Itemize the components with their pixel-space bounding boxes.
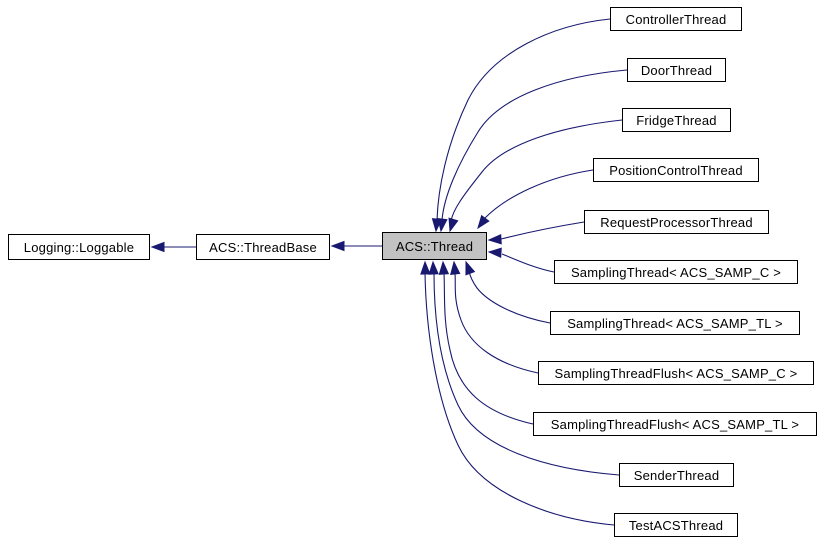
node-testacsthread[interactable]: TestACSThread (614, 513, 738, 537)
edge-arrowhead-icon (477, 214, 490, 230)
node-acs-thread: ACS::Thread (382, 232, 487, 260)
edge-doorthread-to-acs-thread (441, 69, 628, 221)
edge-arrowhead-icon (330, 240, 345, 252)
edge-arrowhead-icon (487, 247, 502, 258)
edge-arrowhead-icon (420, 260, 431, 275)
edge-controllerthread-to-acs-thread (436, 18, 611, 221)
edge-arrowhead-icon (465, 260, 476, 276)
edge-samplingthreadflush-acs-samp-tl-to-acs-thread (443, 272, 534, 425)
node-samplingthread-acs-samp-tl[interactable]: SamplingThread< ACS_SAMP_TL > (550, 311, 800, 335)
edge-arrowhead-icon (438, 260, 450, 275)
edge-arrowhead-icon (150, 241, 165, 253)
edge-arrowhead-icon (448, 217, 459, 233)
edge-positioncontrolthread-to-acs-thread (484, 169, 594, 219)
node-fridgethread[interactable]: FridgeThread (622, 108, 731, 132)
node-samplingthreadflush-acs-samp-tl[interactable]: SamplingThreadFlush< ACS_SAMP_TL > (533, 412, 817, 436)
edge-samplingthread-acs-samp-tl-to-acs-thread (468, 270, 551, 324)
node-controllerthread[interactable]: ControllerThread (610, 7, 742, 31)
node-positioncontrolthread[interactable]: PositionControlThread (593, 158, 759, 182)
node-doorthread[interactable]: DoorThread (627, 58, 726, 82)
node-requestprocessorthread[interactable]: RequestProcessorThread (584, 210, 769, 234)
edge-arrowhead-icon (450, 260, 461, 275)
edge-samplingthreadflush-acs-samp-c-to-acs-thread (454, 272, 539, 374)
node-samplingthreadflush-acs-samp-c[interactable]: SamplingThreadFlush< ACS_SAMP_C > (538, 361, 814, 385)
edge-arrowhead-icon (487, 234, 502, 245)
edge-fridgethread-to-acs-thread (450, 119, 623, 222)
node-samplingthread-acs-samp-c[interactable]: SamplingThread< ACS_SAMP_C > (554, 260, 798, 284)
node-senderthread[interactable]: SenderThread (619, 463, 734, 487)
node-logging-loggable[interactable]: Logging::Loggable (8, 234, 150, 260)
edge-testacsthread-to-acs-thread (424, 272, 615, 526)
edge-arrowhead-icon (437, 217, 448, 233)
edge-arrowhead-icon (428, 260, 439, 275)
edge-samplingthread-acs-samp-c-to-acs-thread (501, 253, 555, 273)
edge-requestprocessorthread-to-acs-thread (500, 221, 585, 240)
node-acs-threadbase[interactable]: ACS::ThreadBase (196, 234, 330, 260)
edge-senderthread-to-acs-thread (433, 272, 620, 476)
